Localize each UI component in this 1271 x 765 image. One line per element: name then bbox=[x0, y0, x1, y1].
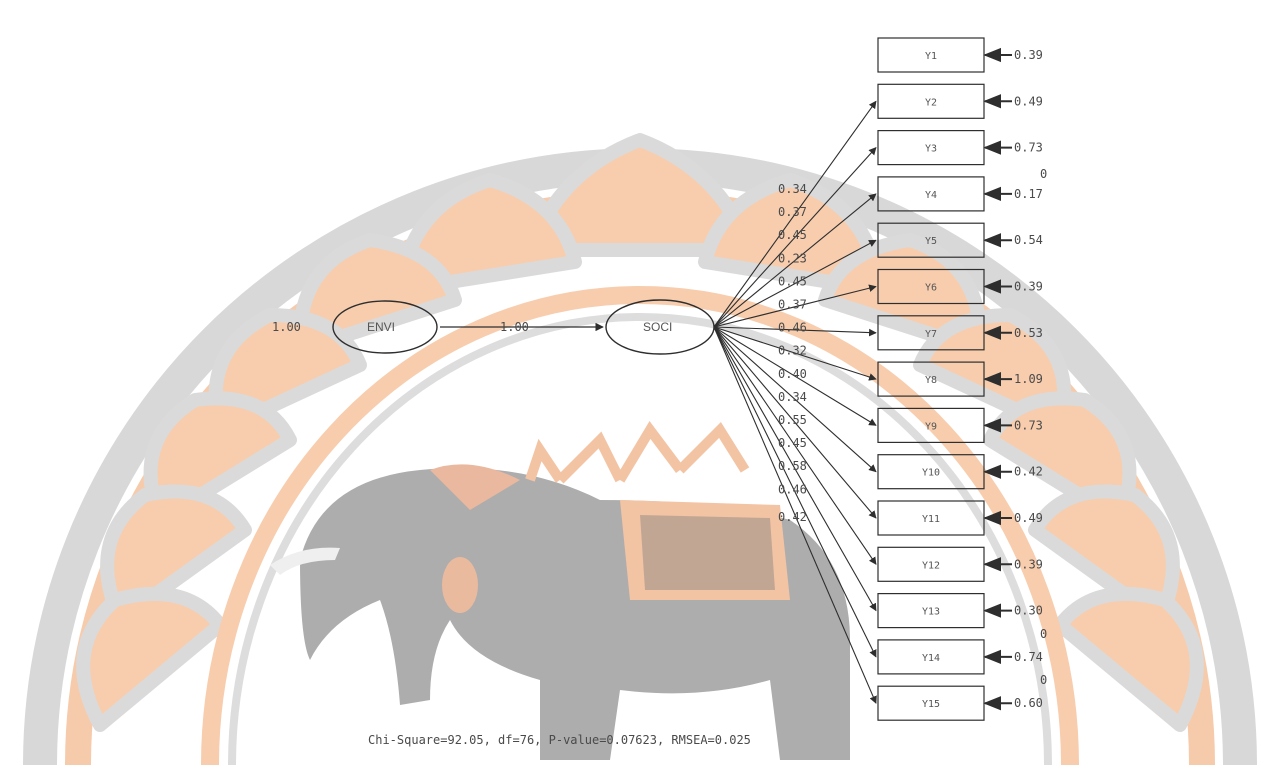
indicator-label: Y10 bbox=[922, 468, 940, 479]
error-variance-label: 0.42 bbox=[1014, 465, 1043, 479]
error-variance-label: 0.54 bbox=[1014, 233, 1043, 247]
error-variance-label: 0.49 bbox=[1014, 94, 1043, 108]
loading-arrow bbox=[713, 326, 877, 473]
error-variance-label: 0.49 bbox=[1014, 511, 1043, 525]
error-variance-label: 0.53 bbox=[1014, 326, 1043, 340]
loading-arrow bbox=[713, 326, 877, 337]
loading-arrow bbox=[713, 326, 877, 612]
university-elephant-seal-icon bbox=[23, 133, 1257, 765]
error-mark: 0 bbox=[1040, 627, 1047, 641]
loading-label: 0.55 bbox=[778, 413, 807, 427]
loading-arrow bbox=[713, 100, 877, 328]
error-variance-label: 1.09 bbox=[1014, 372, 1043, 386]
loading-arrow bbox=[713, 326, 877, 565]
loading-arrow bbox=[713, 326, 877, 704]
envi-variance-label: 1.00 bbox=[272, 320, 301, 334]
loading-label-extra: 0.42 bbox=[778, 510, 807, 524]
loading-label: 0.45 bbox=[778, 274, 807, 288]
error-mark: 0 bbox=[1040, 673, 1047, 687]
loading-label: 0.58 bbox=[778, 459, 807, 473]
error-mark: 0 bbox=[1040, 167, 1047, 181]
loading-label: 0.23 bbox=[778, 251, 807, 265]
indicator-label: Y15 bbox=[922, 699, 940, 710]
loading-label: 0.45 bbox=[778, 436, 807, 450]
loading-label: 0.46 bbox=[778, 482, 807, 496]
indicator-label: Y11 bbox=[922, 514, 940, 525]
error-variance-label: 0.39 bbox=[1014, 280, 1043, 294]
loading-label: 0.32 bbox=[778, 344, 807, 358]
envi-node-label: ENVI bbox=[367, 320, 395, 334]
error-variance-label: 0.17 bbox=[1014, 187, 1043, 201]
loading-arrow bbox=[713, 326, 877, 519]
indicator-label: Y1 bbox=[925, 51, 937, 62]
error-variance-label: 0.39 bbox=[1014, 48, 1043, 62]
path-coefficient-label: 1.00 bbox=[500, 320, 529, 334]
indicator-label: Y9 bbox=[925, 421, 937, 432]
indicator-label: Y4 bbox=[925, 190, 937, 201]
error-variance-label: 0.73 bbox=[1014, 141, 1043, 155]
indicator-label: Y2 bbox=[925, 97, 937, 108]
loading-label: 0.37 bbox=[778, 298, 807, 312]
indicator-label: Y3 bbox=[925, 144, 937, 155]
loading-label: 0.34 bbox=[778, 182, 807, 196]
fit-statistics: Chi-Square=92.05, df=76, P-value=0.07623… bbox=[368, 733, 751, 747]
loading-arrow bbox=[713, 326, 877, 658]
indicator-label: Y12 bbox=[922, 560, 940, 571]
loading-arrow bbox=[713, 193, 877, 328]
loading-arrow bbox=[713, 284, 877, 328]
loading-arrow bbox=[713, 326, 877, 426]
indicator-label: Y7 bbox=[925, 329, 937, 340]
indicator-label: Y14 bbox=[922, 653, 940, 664]
latent-envi bbox=[332, 300, 438, 354]
indicator-label: Y13 bbox=[922, 607, 940, 618]
error-variance-label: 0.74 bbox=[1014, 650, 1043, 664]
indicator-label: Y6 bbox=[925, 283, 937, 294]
error-variance-label: 0.39 bbox=[1014, 557, 1043, 571]
loading-arrow bbox=[713, 326, 877, 381]
loading-label: 0.46 bbox=[778, 321, 807, 335]
loading-label: 0.37 bbox=[778, 205, 807, 219]
error-variance-label: 0.73 bbox=[1014, 418, 1043, 432]
indicator-label: Y8 bbox=[925, 375, 937, 386]
loading-label: 0.40 bbox=[778, 367, 807, 381]
indicator-label: Y5 bbox=[925, 236, 937, 247]
loading-arrow bbox=[713, 239, 877, 328]
loading-label: 0.34 bbox=[778, 390, 807, 404]
loading-arrow bbox=[713, 147, 877, 328]
loading-label: 0.45 bbox=[778, 228, 807, 242]
error-variance-label: 0.30 bbox=[1014, 604, 1043, 618]
error-variance-label: 0.60 bbox=[1014, 696, 1043, 710]
soci-node-label: SOCI bbox=[643, 320, 672, 334]
